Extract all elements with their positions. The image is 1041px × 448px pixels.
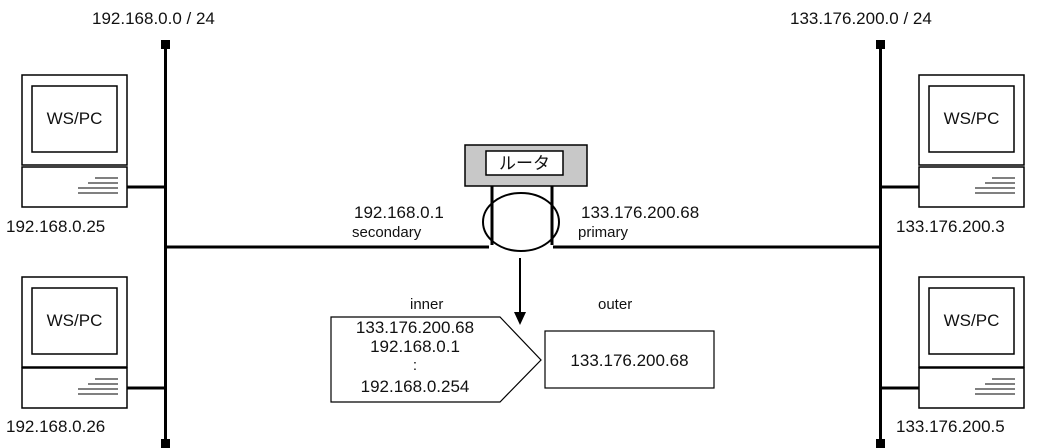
nat-outer-label: outer (598, 296, 632, 313)
cpu-unit-icon (918, 166, 1025, 208)
down-arrow (514, 258, 526, 325)
right-network-bus (876, 40, 885, 448)
host-screen-label: WS/PC (47, 311, 103, 330)
nat-inner-box: 133.176.200.68 192.168.0.1 : 192.168.0.2… (330, 316, 542, 403)
left-network-label: 192.168.0.0 / 24 (92, 9, 215, 28)
host-screen-label: WS/PC (944, 109, 1000, 128)
router-right-ip: 133.176.200.68 (581, 203, 699, 222)
left-network-bus (161, 40, 170, 448)
host-right-bottom: WS/PC 133.176.200.5 (880, 276, 1025, 436)
right-network-label: 133.176.200.0 / 24 (790, 9, 932, 28)
host-ip-label: 133.176.200.3 (896, 217, 1005, 236)
nat-inner-line: 192.168.0.1 (370, 337, 460, 356)
host-ip-label: 192.168.0.26 (6, 417, 105, 436)
nat-inner-line: 133.176.200.68 (356, 318, 474, 337)
nat-outer-box: 133.176.200.68 (544, 330, 715, 389)
nat-inner-label: inner (410, 296, 443, 313)
cpu-unit-icon (21, 367, 128, 409)
host-screen-label: WS/PC (944, 311, 1000, 330)
router-right-role: primary (578, 224, 629, 241)
host-ip-label: 133.176.200.5 (896, 417, 1005, 436)
host-right-top: WS/PC 133.176.200.3 (880, 74, 1025, 236)
router-label: ルータ (499, 154, 550, 173)
router-left-ip: 192.168.0.1 (354, 203, 444, 222)
nat-inner-line: : (413, 357, 417, 374)
cpu-unit-icon (918, 367, 1025, 409)
nat-outer-value: 133.176.200.68 (570, 351, 688, 370)
router-left-role: secondary (352, 224, 422, 241)
router-interface-ellipse (482, 192, 560, 252)
nat-inner-line: 192.168.0.254 (361, 377, 470, 396)
host-left-top: WS/PC 192.168.0.25 (6, 74, 165, 236)
host-screen-label: WS/PC (47, 109, 103, 128)
host-left-bottom: WS/PC 192.168.0.26 (6, 276, 165, 436)
router: ルータ (464, 144, 588, 252)
host-ip-label: 192.168.0.25 (6, 217, 105, 236)
cpu-unit-icon (21, 166, 128, 208)
